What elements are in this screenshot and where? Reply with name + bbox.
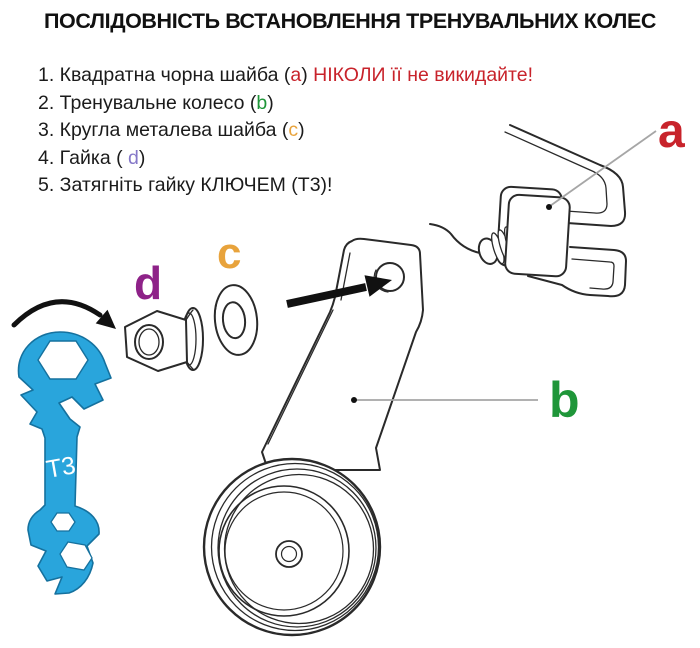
round-washer-illustration — [213, 284, 259, 356]
training-wheel-arm-illustration — [261, 237, 424, 471]
square-washer-illustration — [477, 185, 571, 278]
label-a-callout: a — [546, 105, 685, 210]
step-text: ) — [267, 91, 274, 114]
list-item-1: 1. Квадратна чорна шайба (a) НІКОЛИ її н… — [38, 62, 533, 90]
callout-dot — [351, 397, 357, 403]
part-letter-a: a — [290, 64, 302, 86]
step-text: ) — [138, 146, 146, 169]
label-b-callout: b — [351, 372, 580, 428]
label-d: d — [134, 257, 162, 309]
list-item-2: 2. Тренувальне колесо (b) — [38, 90, 533, 118]
part-letter-c: c — [288, 119, 299, 141]
step-text: ) — [298, 119, 305, 141]
rotation-arrow — [11, 299, 116, 329]
part-letter-b: b — [256, 91, 268, 114]
list-item-3: 3. Кругла металева шайба (c) — [38, 117, 533, 145]
list-item-5: 5. Затягніть гайку КЛЮЧЕМ (Т3)! — [38, 172, 533, 200]
hex-cutout-large-top — [37, 340, 89, 380]
label-b: b — [549, 372, 580, 428]
part-letter-d: d — [128, 146, 139, 169]
hex-cutout-bottom — [59, 541, 93, 571]
insertion-arrow — [286, 275, 392, 308]
step-text: 1. Квадратна чорна шайба ( — [38, 64, 291, 86]
wrench-label: Т3 — [44, 451, 78, 484]
wheel-illustration — [202, 457, 382, 637]
instruction-list: 1. Квадратна чорна шайба (a) НІКОЛИ її н… — [38, 62, 533, 200]
nut-illustration — [124, 307, 204, 372]
callout-dot — [546, 204, 552, 210]
page-title: ПОСЛІДОВНІСТЬ ВСТАНОВЛЕННЯ ТРЕНУВАЛЬНИХ … — [43, 9, 657, 33]
step-text: 5. Затягніть гайку КЛЮЧЕМ (Т3)! — [38, 174, 333, 196]
step-text: ) — [301, 64, 314, 86]
label-a: a — [658, 105, 685, 158]
step-text: 3. Кругла металева шайба ( — [38, 119, 289, 141]
warning-text: НІКОЛИ її не викидайте! — [313, 64, 534, 86]
list-item-4: 4. Гайка ( d) — [38, 145, 533, 173]
step-text: 4. Гайка ( — [38, 146, 129, 169]
hex-cutout-small — [50, 512, 76, 532]
label-c: c — [217, 229, 241, 278]
step-text: 2. Тренувальне колесо ( — [38, 91, 257, 114]
wrench-illustration: Т3 — [17, 331, 112, 595]
